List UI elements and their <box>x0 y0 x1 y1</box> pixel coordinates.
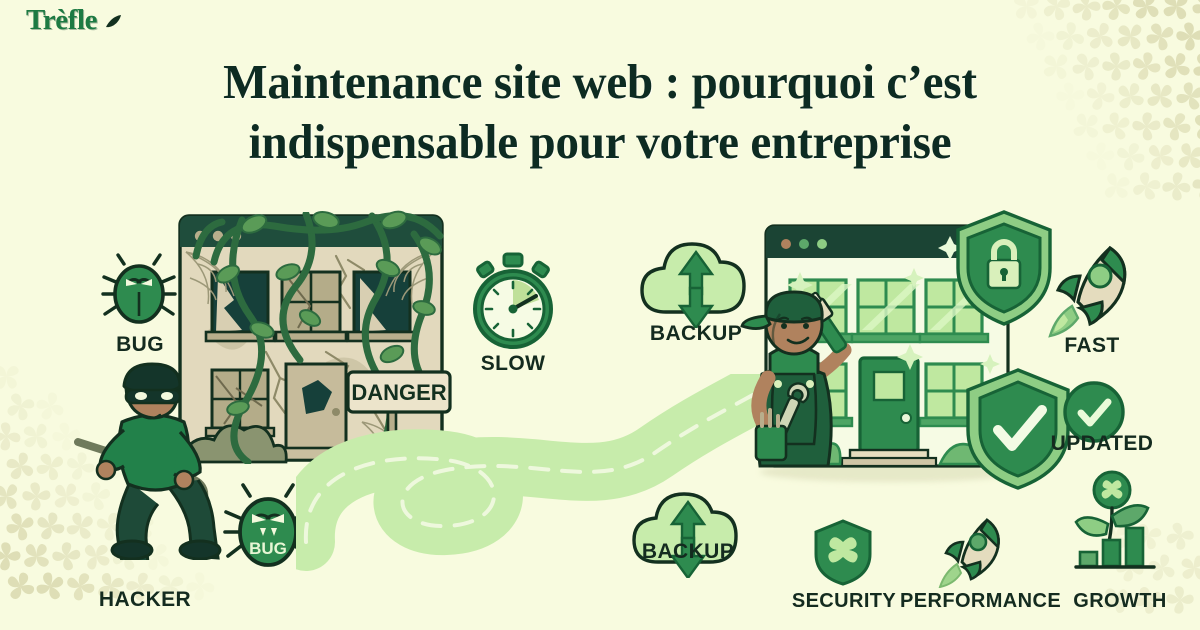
clover-icon <box>0 484 18 509</box>
label-growth: GROWTH <box>1073 590 1167 612</box>
label-performance: PERFORMANCE <box>900 590 1062 612</box>
clover-icon <box>1132 0 1159 19</box>
clover-icon <box>1163 0 1188 20</box>
clover-icon <box>36 453 63 481</box>
rocket-icon <box>938 518 1000 588</box>
bug-icon: BUG <box>223 483 313 567</box>
clover-icon <box>1181 555 1200 580</box>
winding-road-path <box>296 374 776 571</box>
clover-icon <box>1192 173 1200 201</box>
label-backup-bottom: BACKUP <box>641 540 735 563</box>
clover-icon <box>7 393 35 421</box>
clover-icon <box>1117 24 1142 50</box>
bug-icon <box>101 253 177 324</box>
clover-icon <box>1194 114 1200 140</box>
clover-icon <box>6 452 34 480</box>
svg-text:BUG: BUG <box>249 539 287 558</box>
check-circle-icon <box>1063 381 1125 443</box>
label-backup-top: BACKUP <box>649 322 743 345</box>
clover-icon <box>6 513 34 541</box>
growth-plant-icon <box>1074 470 1156 569</box>
clover-icon <box>22 482 51 511</box>
label-fast: FAST <box>1064 334 1120 357</box>
brand-logo-text: Trèfle <box>26 4 98 36</box>
leaf-icon <box>106 14 122 27</box>
clover-icon <box>1192 0 1200 21</box>
brand-logo[interactable]: Trèfle <box>26 6 125 35</box>
clover-icon <box>1014 0 1039 19</box>
check-shield-icon <box>966 368 1070 490</box>
maintenance-worker-icon <box>740 290 852 468</box>
stopwatch-icon <box>473 252 553 349</box>
clover-icon <box>1043 0 1071 21</box>
label-bug-top: BUG <box>116 333 164 356</box>
shield-clover-icon <box>814 519 872 586</box>
clover-icon <box>1086 22 1113 49</box>
rocket-icon <box>1048 245 1127 338</box>
page-title: Maintenance site web : pourquoi c’est in… <box>24 52 1176 172</box>
label-security: SECURITY <box>791 590 897 612</box>
clover-icon <box>1102 0 1130 20</box>
clover-icon <box>7 572 35 599</box>
clover-icon <box>1193 53 1200 78</box>
vine-decoration-icon <box>192 210 444 266</box>
clover-icon <box>24 544 49 567</box>
hacker-icon <box>74 362 222 560</box>
clover-icon <box>1072 0 1101 21</box>
clover-icon <box>0 542 21 571</box>
clover-icon <box>1104 173 1130 198</box>
clover-icon <box>23 423 48 449</box>
clover-icon <box>37 512 65 540</box>
label-hacker: HACKER <box>98 588 192 611</box>
clover-icon <box>36 392 64 420</box>
page-title-line-2: indispensable pour votre entreprise <box>248 113 952 169</box>
cloud-backup-icon <box>640 242 746 328</box>
page-title-line-1: Maintenance site web : pourquoi c’est <box>223 54 977 109</box>
label-slow: SLOW <box>480 352 546 375</box>
danger-sign-icon: DANGER <box>346 370 452 478</box>
lock-shield-icon <box>956 210 1052 326</box>
cloud-backup-icon <box>632 492 738 578</box>
clover-icon <box>0 366 19 389</box>
danger-sign-text: DANGER <box>351 380 446 405</box>
clover-icon <box>0 422 21 451</box>
label-updated: UPDATED <box>1050 432 1154 455</box>
